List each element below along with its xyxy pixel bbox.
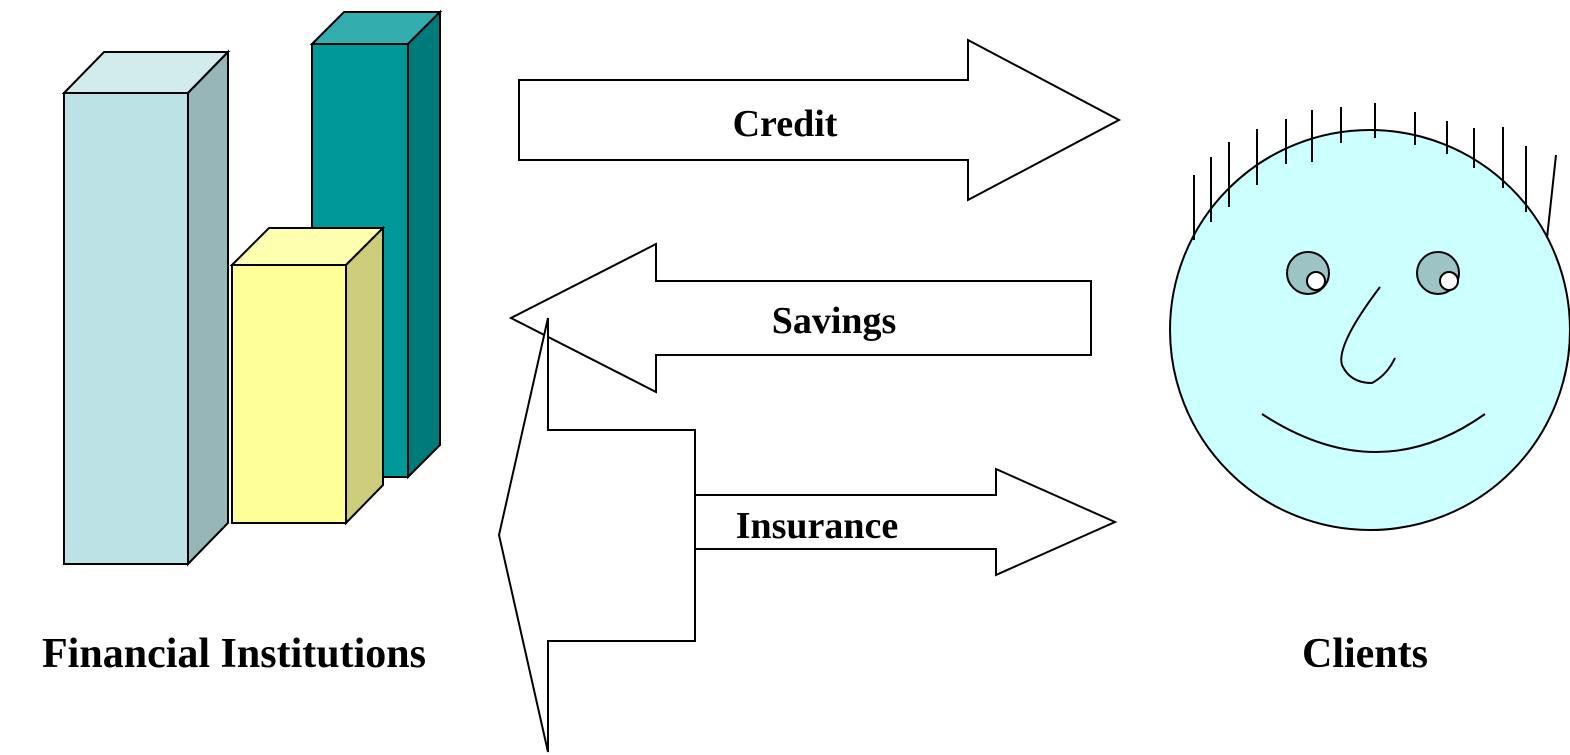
smile (1261, 413, 1486, 453)
light-blue-bar (61, 49, 231, 567)
nose (1340, 286, 1396, 385)
right-eye (1416, 251, 1460, 295)
left-eye (1286, 251, 1330, 295)
hair-strands (1193, 103, 1557, 240)
bar-chart-building-icon (61, 9, 443, 567)
yellow-bar (229, 225, 386, 526)
face-circle (1169, 129, 1570, 531)
vertical-double-arrow (497, 317, 696, 753)
insurance-arrow (694, 467, 1118, 577)
insurance-label: Insurance (736, 505, 899, 547)
credit-arrow (518, 38, 1122, 202)
savings-arrow (508, 242, 1092, 394)
smiley-face-icon (1169, 103, 1570, 531)
clients-label: Clients (1302, 631, 1428, 677)
credit-label: Credit (733, 103, 838, 145)
financial-institutions-label: Financial Institutions (42, 631, 426, 677)
savings-label: Savings (772, 300, 897, 342)
